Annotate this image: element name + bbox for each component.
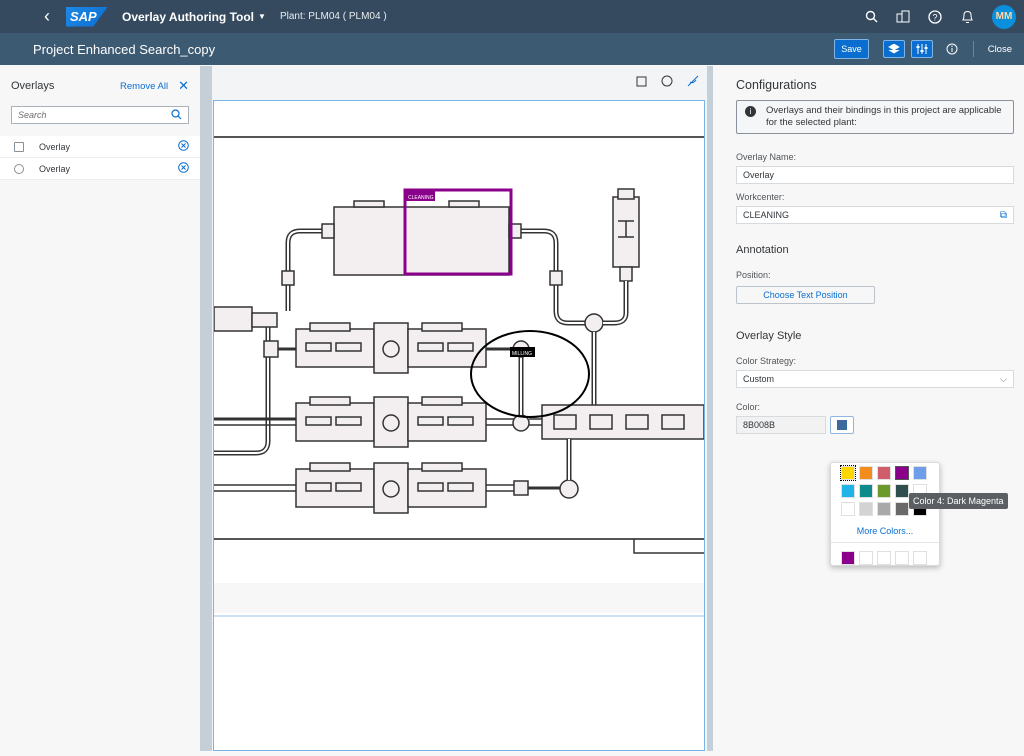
close-icon[interactable]: ✕ [178,78,189,93]
cleaning-overlay-rect[interactable] [403,188,513,276]
close-button[interactable]: Close [987,43,1012,55]
info-icon: i [745,106,756,117]
list-item[interactable]: Overlay [0,136,200,158]
list-item[interactable]: Overlay [0,158,200,180]
overlays-title: Overlays [11,80,55,92]
circle-tool-icon[interactable] [661,74,673,92]
page-title: Project Enhanced Search_copy [33,41,216,57]
choose-text-position-button[interactable]: Choose Text Position [736,286,875,304]
bell-icon[interactable] [960,10,974,24]
building-icon[interactable] [896,10,910,24]
recent-color-swatch[interactable] [913,551,927,565]
app-title: Overlay Authoring Tool [122,9,255,24]
milling-overlay-ellipse[interactable] [470,330,590,418]
canvas-area: CLEANING MILLING [200,66,713,751]
color-strategy-select[interactable]: Custom ⌵ [736,370,1014,388]
app-title-menu[interactable]: Overlay Authoring Tool▼ [122,10,266,24]
info-message-strip: i Overlays and their bindings in this pr… [736,100,1014,134]
color-swatch[interactable] [877,466,891,480]
plant-diagram: CLEANING MILLING [213,136,705,617]
layers-icon[interactable] [882,40,905,58]
help-icon[interactable]: ? [928,9,942,24]
color-label: Color: [736,402,761,412]
back-icon[interactable]: ‹ [44,6,50,26]
cleaning-label: CLEANING [408,195,434,201]
color-strategy-label: Color Strategy: [736,356,797,366]
freehand-tool-icon[interactable] [687,74,699,92]
overlay-style-title: Overlay Style [736,330,802,342]
color-swatch[interactable] [841,484,855,498]
workcenter-label: Workcenter: [736,192,785,202]
recent-colors [841,551,929,565]
color-picker-button[interactable] [830,416,854,434]
annotation-title: Annotation [736,244,789,256]
color-swatch-icon [837,420,847,430]
milling-label: MILLING [512,351,532,357]
svg-text:?: ? [932,12,937,22]
chevron-down-icon: ⌵ [1000,373,1007,384]
sap-logo[interactable]: SAP [66,6,108,27]
remove-circle-icon[interactable] [178,140,189,153]
position-label: Position: [736,270,771,280]
search-icon[interactable] [864,10,878,24]
save-button[interactable]: Save [834,39,869,59]
overlay-name-field[interactable]: Overlay [736,166,1014,184]
drawing-canvas[interactable]: CLEANING MILLING [212,66,707,751]
color-swatch[interactable] [877,502,891,516]
color-hex-value: 8B008B [743,420,776,430]
color-palette-popover: More Colors... [830,462,940,566]
caret-down-icon: ▼ [258,12,266,21]
right-splitter-handle[interactable] [707,66,713,751]
remove-all-link[interactable]: Remove All [120,80,169,92]
overlay-name-value: Overlay [743,170,775,180]
avatar[interactable]: MM [992,4,1016,29]
color-hex-input[interactable]: 8B008B [736,416,826,434]
color-swatch[interactable] [877,484,891,498]
more-colors-link[interactable]: More Colors... [831,526,939,543]
search-icon[interactable] [171,108,182,122]
color-strategy-value: Custom [743,374,775,384]
color-swatch[interactable] [859,484,873,498]
rectangle-tool-icon[interactable] [636,74,647,92]
configurations-title: Configurations [736,78,817,92]
workcenter-value: CLEANING [743,210,790,220]
info-text: Overlays and their bindings in this proj… [766,105,1002,128]
configurations-panel: Configurations i Overlays and their bind… [726,66,1024,751]
recent-color-swatch[interactable] [859,551,873,565]
color-tooltip: Color 4: Dark Magenta [909,493,1008,509]
color-swatch[interactable] [859,502,873,516]
diagram-page: CLEANING MILLING [213,100,705,751]
settings-sliders-icon[interactable] [910,40,933,58]
recent-color-swatch[interactable] [841,551,855,565]
color-swatch[interactable] [840,465,856,481]
overlay-item-label: Overlay [39,141,71,152]
overlay-name-label: Overlay Name: [736,152,797,162]
color-swatch[interactable] [913,466,927,480]
plant-label: Plant: PLM04 ( PLM04 ) [279,11,387,22]
color-swatch[interactable] [841,502,855,516]
info-icon[interactable] [945,42,959,56]
color-swatch[interactable] [859,466,873,480]
color-swatch[interactable] [895,484,909,498]
overlay-radio[interactable] [14,163,24,174]
overlay-checkbox[interactable] [14,141,24,152]
shell-bar: ‹ SAP Overlay Authoring Tool▼ Plant: PLM… [0,0,1024,33]
recent-color-swatch[interactable] [895,551,909,565]
left-splitter-handle[interactable] [200,66,212,751]
overlay-search-input[interactable]: Search [11,106,189,124]
workcenter-field[interactable]: CLEANING ⧉ [736,206,1014,224]
search-placeholder: Search [18,110,47,120]
divider [972,41,974,57]
overlay-item-label: Overlay [39,163,71,174]
value-help-icon[interactable]: ⧉ [999,209,1007,221]
color-swatch[interactable] [895,502,909,516]
page-header: Project Enhanced Search_copy Save Close [0,33,1024,65]
recent-color-swatch[interactable] [877,551,891,565]
color-swatch[interactable] [895,466,909,480]
overlays-panel: Overlays Remove All ✕ Search Overlay Ove… [0,66,200,751]
remove-circle-icon[interactable] [178,162,189,175]
